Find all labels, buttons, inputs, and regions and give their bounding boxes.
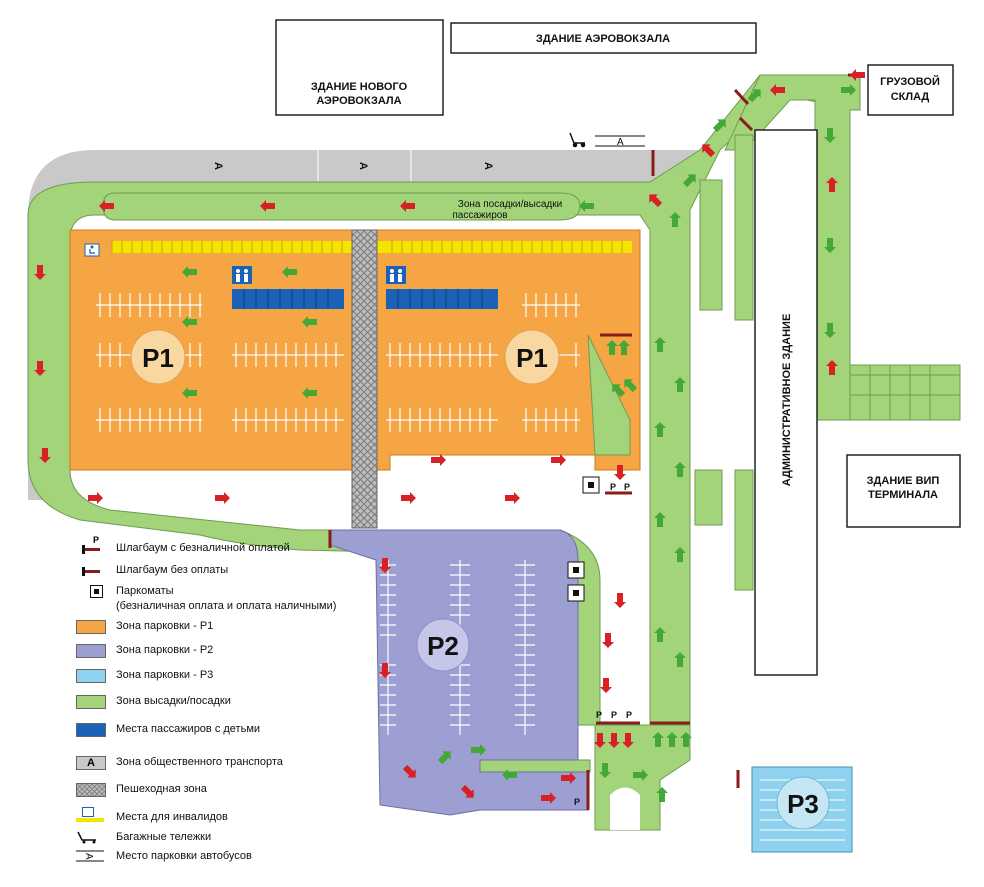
green-median-4 [734, 469, 754, 591]
legend-item-dropoff: Зона высадки/посадки [70, 693, 231, 709]
green-cargo-spur [849, 364, 961, 421]
pedestrian-zone [351, 229, 378, 529]
green-median-2 [699, 179, 723, 311]
legend-text: Паркоматы [116, 584, 174, 597]
building-admin-label: АДМИНИСТРАТИВНОЕ ЗДАНИЕ [781, 314, 793, 487]
legend-item-disabled: Места для инвалидов [70, 807, 228, 825]
barrier-paid-icon: P [70, 535, 104, 555]
parking-zone-p2 [329, 529, 589, 816]
swatch-p1 [76, 620, 106, 634]
green-dropoff-island [102, 192, 581, 221]
legend-text: Шлагбаум без оплаты [116, 563, 229, 576]
parking-meter-icon [582, 476, 600, 494]
legend-text: Места пассажиров с детьми [116, 722, 261, 735]
legend-item-transit: A Зона общественного транспорта [70, 754, 283, 770]
building-vip-label-2: ТЕРМИНАЛА [868, 489, 938, 501]
building-terminal-label: ЗДАНИЕ АЭРОВОКЗАЛА [536, 33, 670, 45]
barrier-mark: P [626, 710, 632, 720]
building-cargo-label-2: СКЛАД [891, 91, 930, 103]
legend-item-payment-note: (безналичная оплата и оплата наличными) [70, 598, 336, 614]
bus-parking-icon: A [595, 135, 645, 148]
p1-label-left: P1 [142, 343, 174, 373]
legend-item-bus: A Место парковки автобусов [70, 848, 252, 864]
legend-item-barrier-paid: P Шлагбаум с безналичной оплатой [70, 535, 290, 556]
parking-meter-icon [567, 584, 585, 602]
building-new-terminal-label-1: ЗДАНИЕ НОВОГО [311, 81, 408, 93]
legend-text: Пешеходная зона [116, 782, 207, 795]
legend-item-luggage: Багажные тележки [70, 829, 211, 845]
transit-mark-3: A [482, 162, 494, 170]
legend-text: Места для инвалидов [116, 810, 228, 823]
legend-text: (безналичная оплата и оплата наличными) [116, 599, 337, 612]
legend-text: Багажные тележки [116, 830, 212, 843]
legend-item-pedestrian: Пешеходная зона [70, 781, 207, 797]
luggage-cart-icon [70, 830, 104, 844]
bus-parking-icon: A [70, 849, 104, 863]
transit-mark-2: A [357, 162, 369, 170]
dropoff-zone-label-1: Зона посадки/высадки [458, 199, 562, 210]
barrier-mark: P [611, 710, 617, 720]
legend-item-p1: Зона парковки - P1 [70, 618, 213, 634]
legend-text: Зона высадки/посадки [116, 694, 231, 707]
p1-label-right: P1 [516, 343, 548, 373]
legend-text: Зона общественного транспорта [116, 755, 283, 768]
legend-item-children: Места пассажиров с детьми [70, 721, 260, 737]
transit-mark-1: A [212, 162, 224, 170]
children-spaces-right [386, 289, 498, 309]
swatch-children [76, 723, 106, 737]
barrier-free-icon [70, 563, 104, 577]
luggage-cart-icon [569, 132, 586, 148]
p3-label: P3 [787, 789, 819, 819]
p1-badge-left: P1 [130, 329, 186, 385]
legend-item-p3: Зона парковки - P3 [70, 667, 213, 683]
svg-text:A: A [83, 853, 94, 860]
legend-text: Зона парковки - P3 [116, 668, 214, 681]
building-terminal: ЗДАНИЕ АЭРОВОКЗАЛА [450, 22, 757, 54]
dropoff-zone-label-2: пассажиров [452, 210, 507, 221]
p2-badge: P2 [416, 618, 470, 672]
cargo-spur-lines [851, 366, 960, 420]
green-p2-exit-lane [479, 759, 591, 773]
parking-meter-icon [567, 561, 585, 579]
building-new-terminal: ЗДАНИЕ НОВОГО АЭРОВОКЗАЛА [275, 19, 444, 116]
legend-text: Место парковки автобусов [116, 849, 252, 862]
legend-item-parking-meter: Паркоматы [70, 583, 174, 599]
barrier-mark: P [574, 797, 580, 807]
exit-island [610, 787, 640, 830]
building-cargo-label-1: ГРУЗОВОЙ [880, 75, 940, 88]
barrier-mark: P [596, 710, 602, 720]
children-spaces-left [232, 289, 344, 309]
building-admin: АДМИНИСТРАТИВНОЕ ЗДАНИЕ [754, 129, 818, 676]
building-new-terminal-label-2: АЭРОВОКЗАЛА [316, 95, 401, 107]
disabled-space-dividers [111, 241, 623, 253]
pedestrian-icon [76, 783, 106, 797]
legend-text: Шлагбаум с безналичной оплатой [116, 541, 290, 554]
family-icon-left [232, 266, 252, 284]
legend-item-p2: Зона парковки - P2 [70, 642, 213, 658]
parking-zone-p3: P3 [751, 766, 853, 853]
barrier-mark: P [610, 482, 616, 492]
bus-mark: A [617, 137, 624, 148]
disabled-icon [70, 807, 104, 824]
building-vip: ЗДАНИЕ ВИП ТЕРМИНАЛА [846, 454, 961, 528]
swatch-dropoff [76, 695, 106, 709]
green-median-3 [694, 469, 723, 526]
family-icon-right [386, 266, 406, 284]
building-cargo: ГРУЗОВОЙ СКЛАД [867, 64, 954, 116]
legend-text: Зона парковки - P2 [116, 643, 214, 656]
building-vip-label-1: ЗДАНИЕ ВИП [867, 475, 940, 487]
p2-label: P2 [427, 631, 459, 661]
legend-text: Зона парковки - P1 [116, 619, 214, 632]
swatch-p3 [76, 669, 106, 683]
barrier-mark: P [624, 482, 630, 492]
swatch-p2 [76, 644, 106, 658]
children-space-dividers [243, 289, 483, 309]
disabled-icon [84, 243, 100, 257]
green-median-1 [734, 134, 754, 321]
p1-badge-right: P1 [504, 329, 560, 385]
parking-meter-icon [70, 584, 104, 598]
transit-icon: A [76, 756, 106, 770]
legend-item-barrier-free: Шлагбаум без оплаты [70, 562, 228, 578]
